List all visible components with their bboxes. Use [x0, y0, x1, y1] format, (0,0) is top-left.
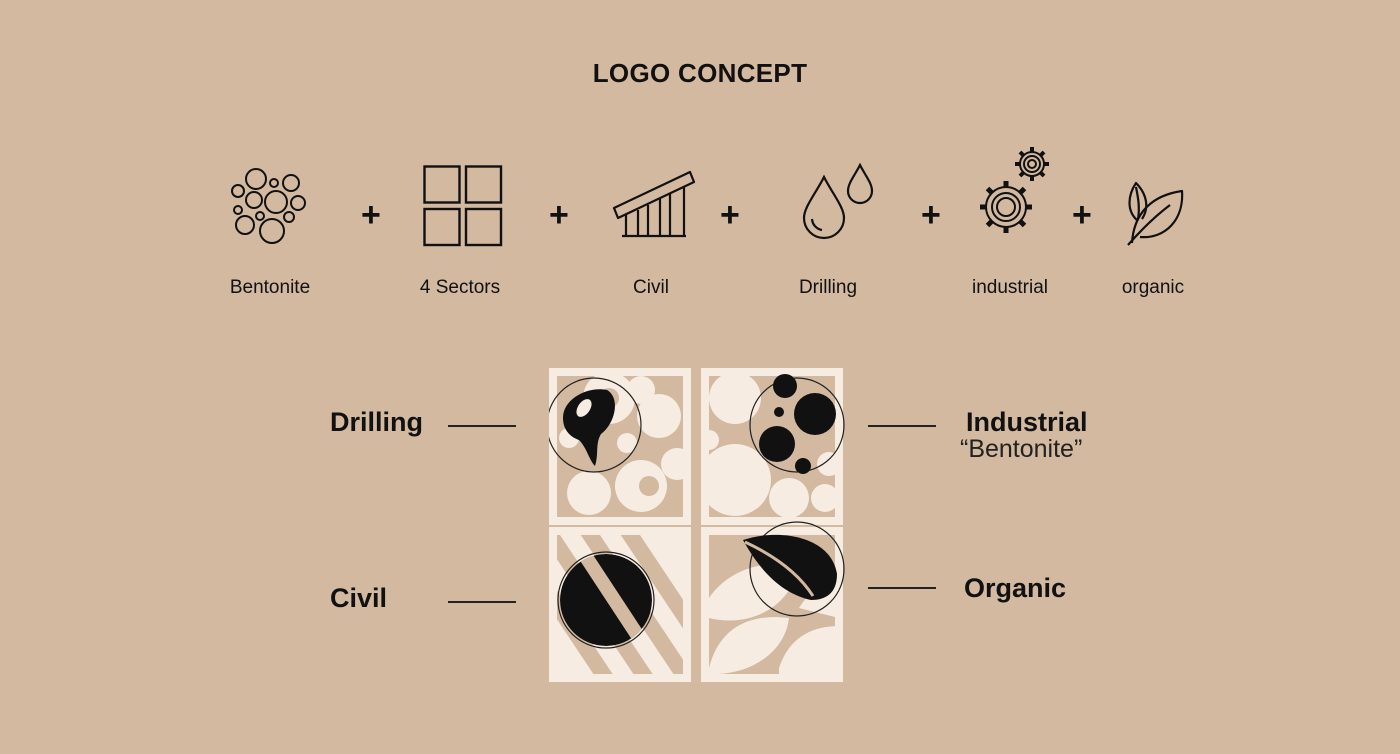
- logo-mark: [549, 368, 845, 682]
- plus-sign-1: +: [361, 196, 381, 234]
- logo-label-industrial: Industrial: [966, 407, 1088, 437]
- plus-sign-4: +: [921, 196, 941, 234]
- logo-sublabel-bentonite: “Bentonite”: [960, 435, 1083, 463]
- connector-line-civil: [448, 601, 516, 603]
- four-squares-icon: [423, 165, 503, 247]
- concept-label-bentonite: Bentonite: [229, 277, 311, 298]
- leaf-icon: [1127, 181, 1184, 246]
- plus-sign-3: +: [720, 196, 740, 234]
- concept-label-organic: organic: [1121, 277, 1185, 298]
- logo-label-drilling: Drilling: [330, 407, 423, 437]
- gears-icon: [980, 147, 1049, 233]
- building-icon: [612, 170, 696, 238]
- drops-icon: [802, 163, 874, 240]
- plus-sign-5: +: [1072, 196, 1092, 234]
- connector-line-drilling: [448, 425, 516, 427]
- plus-sign-2: +: [549, 196, 569, 234]
- connector-line-industrial: [868, 425, 936, 427]
- logo-label-civil: Civil: [330, 583, 388, 613]
- concept-label-4-sectors: 4 Sectors: [419, 277, 501, 298]
- concept-label-industrial: industrial: [971, 277, 1049, 298]
- concept-label-drilling: Drilling: [798, 277, 858, 298]
- bubbles-icon: [231, 168, 306, 244]
- concept-label-civil: Civil: [633, 277, 669, 298]
- page-title: LOGO CONCEPT: [592, 58, 808, 88]
- connector-line-organic: [868, 587, 936, 589]
- logo-label-organic: Organic: [964, 573, 1067, 603]
